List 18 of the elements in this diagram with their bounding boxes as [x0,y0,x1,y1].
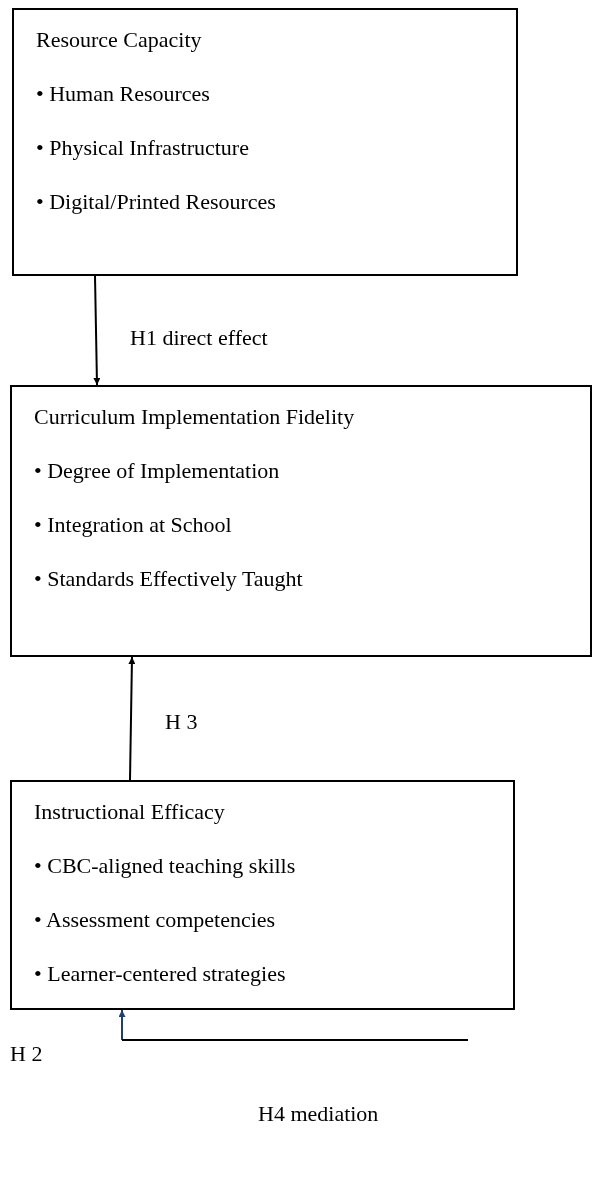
arrow [128,656,136,781]
box-heading: Resource Capacity [36,26,203,54]
bullet-item: • Assessment competencies [34,906,277,934]
concept-box [10,780,515,1010]
bullet-item: • CBC-aligned teaching skills [34,852,297,880]
bullet-item: • Degree of Implementation [34,457,281,485]
bullet-item: • Human Resources [36,80,211,108]
concept-box [12,8,518,276]
box-heading: Instructional Efficacy [34,798,226,826]
bullet-item: • Standards Effectively Taught [34,565,304,593]
box-heading: Curriculum Implementation Fidelity [34,403,356,431]
concept-box [10,385,592,657]
arrow [118,1009,126,1041]
bullet-item: • Physical Infrastructure [36,134,250,162]
bullet-item: • Learner-centered strategies [34,960,287,988]
bullet-item: • Integration at School [34,511,233,539]
bullet-item: • Digital/Printed Resources [36,188,277,216]
arrow [93,275,101,386]
